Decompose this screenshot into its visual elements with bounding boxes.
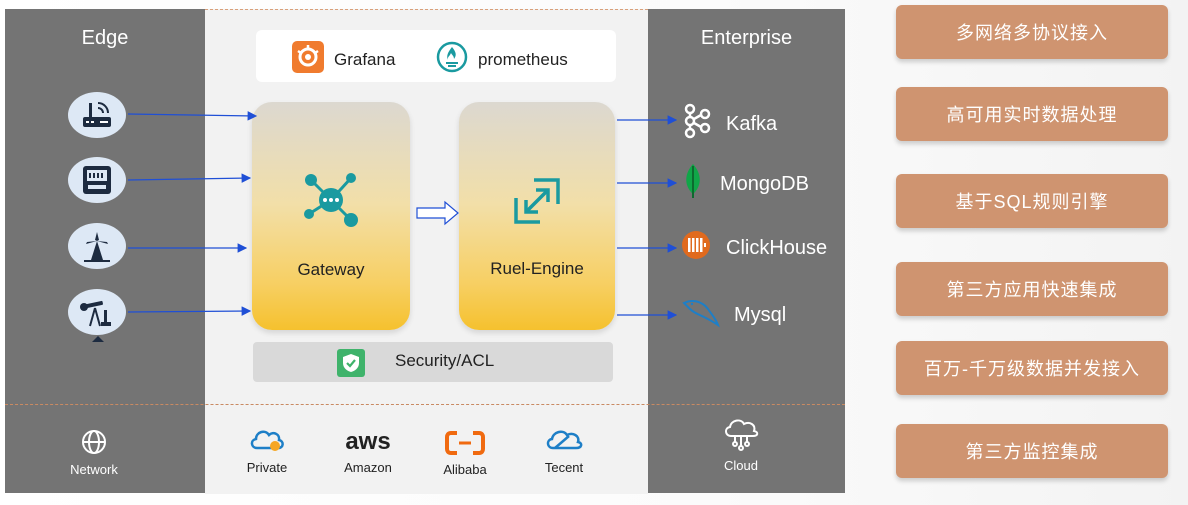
mysql-label: Mysql bbox=[734, 303, 787, 326]
gateway-hub-icon bbox=[299, 168, 363, 237]
bottom-divider bbox=[5, 404, 845, 405]
gateway-block: Gateway bbox=[252, 102, 410, 330]
grafana-label: Grafana bbox=[334, 49, 396, 69]
alibaba-cloud-item: Alibaba bbox=[430, 420, 500, 477]
grafana-icon bbox=[292, 41, 324, 78]
private-cloud-icon bbox=[232, 418, 302, 454]
mongodb-leaf-icon bbox=[680, 162, 706, 206]
rule-engine-block: Ruel-Engine bbox=[459, 102, 615, 330]
tencent-icon bbox=[529, 418, 599, 454]
alibaba-icon bbox=[430, 420, 500, 456]
gateway-label: Gateway bbox=[297, 260, 365, 279]
target-kafka: Kafka bbox=[680, 103, 777, 145]
globe-icon bbox=[54, 420, 134, 456]
expand-arrows-icon bbox=[512, 176, 562, 231]
amazon-cloud-item: aws Amazon bbox=[333, 418, 403, 476]
aws-icon: aws bbox=[345, 428, 391, 455]
feature-sql-rule-engine: 基于SQL规则引擎 bbox=[896, 174, 1168, 228]
private-cloud-item: Private bbox=[232, 418, 302, 475]
security-label: Security/ACL bbox=[395, 351, 495, 370]
private-label: Private bbox=[246, 460, 288, 475]
kafka-icon bbox=[680, 103, 712, 145]
shield-check-icon bbox=[337, 349, 365, 382]
clickhouse-icon bbox=[680, 229, 712, 267]
mysql-dolphin-icon bbox=[680, 295, 720, 335]
cloud-network-icon bbox=[706, 416, 776, 452]
prometheus-label: prometheus bbox=[478, 49, 568, 69]
enterprise-panel: Enterprise bbox=[648, 9, 845, 493]
mongodb-label: MongoDB bbox=[720, 172, 809, 195]
network-item: Network bbox=[54, 420, 134, 477]
tencent-cloud-item: Tecent bbox=[529, 418, 599, 475]
edge-title: Edge bbox=[81, 27, 129, 49]
kafka-label: Kafka bbox=[726, 112, 778, 135]
feature-third-party-apps: 第三方应用快速集成 bbox=[896, 262, 1168, 316]
cloud-item: Cloud bbox=[706, 416, 776, 473]
feature-realtime-processing: 高可用实时数据处理 bbox=[896, 87, 1168, 141]
feature-concurrency: 百万-千万级数据并发接入 bbox=[896, 341, 1168, 395]
security-acl-bar: Security/ACL bbox=[253, 342, 613, 382]
hollow-arrow-icon bbox=[416, 200, 459, 226]
grafana-item: Grafana bbox=[292, 41, 395, 78]
cloud-label: Cloud bbox=[724, 458, 758, 473]
rule-engine-label: Ruel-Engine bbox=[490, 259, 584, 278]
network-label: Network bbox=[70, 462, 118, 477]
router-icon bbox=[68, 92, 126, 138]
arrow-pump-gateway bbox=[127, 306, 252, 316]
target-mysql: Mysql bbox=[680, 295, 786, 335]
meter-icon bbox=[68, 157, 126, 203]
target-mongodb: MongoDB bbox=[680, 162, 809, 206]
target-clickhouse: ClickHouse bbox=[680, 229, 827, 267]
alibaba-label: Alibaba bbox=[443, 462, 487, 477]
feature-multi-network: 多网络多协议接入 bbox=[896, 5, 1168, 59]
enterprise-title: Enterprise bbox=[700, 27, 793, 49]
wind-turbine-icon bbox=[68, 223, 126, 269]
tencent-label: Tecent bbox=[544, 460, 584, 475]
oil-pump-icon bbox=[68, 289, 126, 335]
amazon-label: Amazon bbox=[344, 460, 392, 475]
prometheus-item: prometheus bbox=[436, 41, 568, 78]
monitoring-bar: Grafana prometheus bbox=[256, 30, 616, 82]
arrow-router-gateway bbox=[127, 111, 258, 121]
device-caret bbox=[92, 336, 104, 342]
arrow-meter-gateway bbox=[127, 173, 252, 183]
prometheus-icon bbox=[436, 41, 468, 78]
clickhouse-label: ClickHouse bbox=[726, 236, 828, 259]
feature-monitoring-integration: 第三方监控集成 bbox=[896, 424, 1168, 478]
